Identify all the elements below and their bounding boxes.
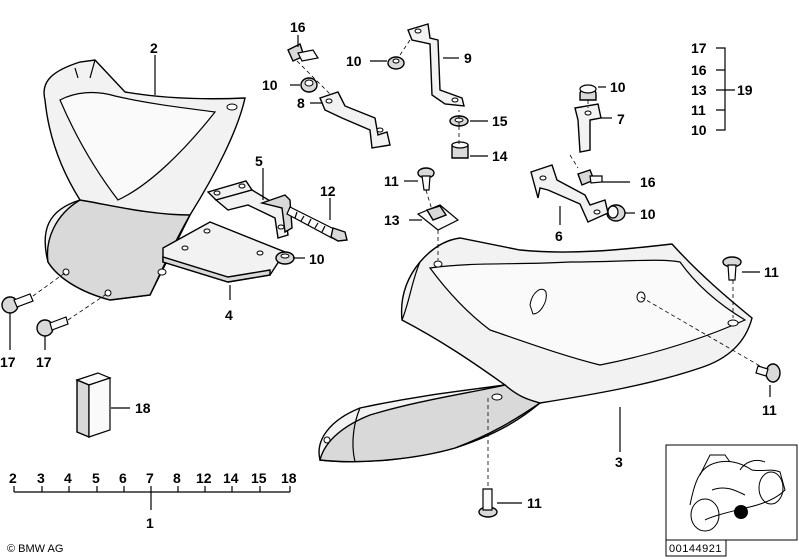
bolt-16-b xyxy=(577,169,603,186)
callout-16-a: 16 xyxy=(290,19,306,35)
kit-19-item: 13 xyxy=(691,82,707,98)
set-1-item: 12 xyxy=(196,470,212,486)
callout-11-a: 11 xyxy=(384,173,399,189)
bracket-5 xyxy=(206,180,293,239)
bracket-8 xyxy=(319,91,391,149)
set-1-item: 15 xyxy=(251,470,267,486)
bolt-12 xyxy=(286,206,348,242)
callout-13: 13 xyxy=(384,212,400,228)
kit-19-labels: 17 16 13 11 10 19 xyxy=(691,40,753,138)
kit-19-item: 17 xyxy=(691,40,707,56)
set-1-item: 6 xyxy=(119,470,127,486)
callout-18: 18 xyxy=(135,400,151,416)
screw-11-d xyxy=(478,488,498,518)
grommet-10-b xyxy=(300,77,318,93)
callout-11-b: 11 xyxy=(764,264,779,280)
grommet-10-a xyxy=(275,251,295,265)
screw-17-a xyxy=(1,293,34,314)
bracket-9 xyxy=(407,23,465,107)
fairing-panel-2 xyxy=(43,59,246,301)
callout-8: 8 xyxy=(297,95,305,111)
location-thumbnail: 00144921 xyxy=(665,444,798,557)
copyright-notice: © BMW AG xyxy=(7,543,63,555)
set-1-label: 1 xyxy=(146,515,154,531)
set-1-labels: 2 3 4 5 6 7 8 12 14 15 18 1 xyxy=(9,470,297,531)
callout-11-d: 11 xyxy=(527,495,542,511)
screw-11-c xyxy=(755,363,781,383)
callout-11-c: 11 xyxy=(762,402,777,418)
grommet-10-d xyxy=(579,84,597,101)
callout-10-d: 10 xyxy=(610,79,626,95)
kit-19-item: 11 xyxy=(691,102,706,118)
callout-10-c: 10 xyxy=(346,53,362,69)
kit-19-bracket xyxy=(716,47,735,131)
screw-11-a xyxy=(417,167,435,191)
kit-19-item: 16 xyxy=(691,62,707,78)
screw-11-b xyxy=(722,256,742,281)
set-1-item: 8 xyxy=(173,470,181,486)
set-1-item: 18 xyxy=(281,470,297,486)
callout-15: 15 xyxy=(492,113,508,129)
callout-5: 5 xyxy=(255,153,263,169)
leader-lines xyxy=(9,35,771,504)
set-1-item: 7 xyxy=(146,470,154,486)
set-1-item: 14 xyxy=(223,470,239,486)
callout-10-b: 10 xyxy=(262,77,278,93)
lower-fairing-3 xyxy=(318,237,753,463)
kit-19-label: 19 xyxy=(737,82,753,98)
callout-9: 9 xyxy=(464,50,472,66)
bracket-6 xyxy=(530,164,609,223)
set-1-item: 5 xyxy=(92,470,100,486)
callout-3: 3 xyxy=(615,454,623,470)
bolt-16-a xyxy=(287,43,319,62)
set-1-item: 4 xyxy=(64,470,72,486)
callout-10-e: 10 xyxy=(640,206,656,222)
clip-nut-13 xyxy=(416,204,460,231)
set-1-item: 3 xyxy=(37,470,45,486)
nut-14 xyxy=(451,141,469,159)
location-marker xyxy=(734,505,748,519)
part-number: 00144921 xyxy=(669,543,722,555)
kit-19-item: 10 xyxy=(691,122,707,138)
motorcycle-icon xyxy=(689,454,786,532)
callout-17-b: 17 xyxy=(36,354,52,370)
booklet-18 xyxy=(75,372,112,439)
callout-labels: 2 5 4 12 10 16 10 8 10 9 15 14 11 13 10 … xyxy=(0,19,779,511)
callout-2: 2 xyxy=(150,40,158,56)
grommet-10-e xyxy=(606,204,626,222)
callout-16-b: 16 xyxy=(640,174,656,190)
set-1-scale xyxy=(13,486,291,510)
callout-17-a: 17 xyxy=(0,354,16,370)
callout-7: 7 xyxy=(617,111,625,127)
callout-4: 4 xyxy=(225,307,233,323)
callout-10-a: 10 xyxy=(309,251,325,267)
grommet-10-c xyxy=(387,56,405,70)
screw-17-b xyxy=(36,316,69,337)
callout-6: 6 xyxy=(555,228,563,244)
callout-14: 14 xyxy=(492,148,508,164)
bracket-7 xyxy=(574,103,602,153)
callout-12: 12 xyxy=(320,183,336,199)
plate-4 xyxy=(162,221,287,283)
set-1-item: 2 xyxy=(9,470,17,486)
